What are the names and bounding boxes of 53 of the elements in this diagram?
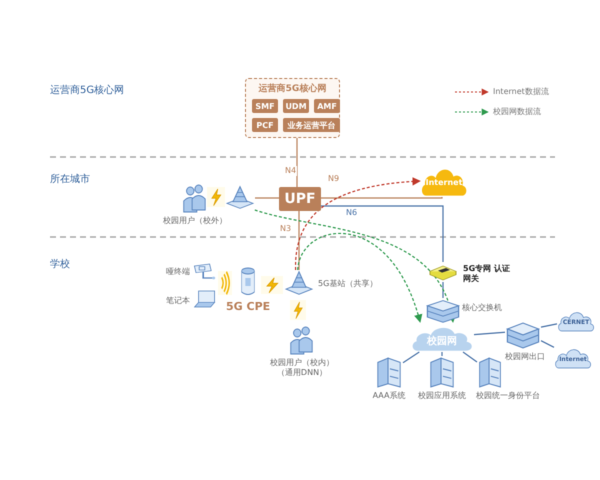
server-icon [477, 356, 503, 388]
function-box: 业务运营平台 [283, 118, 340, 132]
connector-line [298, 211, 300, 270]
legend-text: 校园网数据流 [493, 106, 541, 117]
edge-label: N4 [284, 166, 298, 176]
dashed-arrow [297, 233, 422, 323]
connector-line [442, 282, 444, 298]
node-label: 校园应用系统 [417, 391, 467, 401]
base-station-icon [284, 270, 314, 296]
function-box: PCF [252, 118, 278, 132]
server-icon [375, 356, 403, 388]
cpe-icon [240, 266, 256, 296]
node-label: 校园用户（校内）（通用DNN） [269, 358, 335, 378]
base-station-icon [225, 185, 255, 210]
connector-line [462, 352, 478, 362]
node-label: 5G专网 认证网关 [463, 264, 511, 284]
band-label: 运营商5G核心网 [50, 84, 124, 97]
upf-box: UPF [279, 187, 321, 211]
node-label: 校园用户（校外） [162, 216, 228, 226]
edge-label: N6 [345, 208, 358, 218]
function-box: AMF [314, 99, 340, 113]
band-label: 学校 [50, 258, 70, 271]
connector-line [540, 323, 558, 328]
edge-label: N3 [279, 224, 292, 234]
node-label: 校园统一身份平台 [475, 391, 541, 401]
function-box: UDM [283, 99, 309, 113]
node-label: 校园网出口 [505, 352, 545, 362]
connector-line [540, 340, 554, 348]
switch-icon [505, 320, 541, 350]
switch-icon [425, 298, 461, 324]
connector-line [402, 352, 420, 364]
laptop-icon [193, 289, 217, 309]
connector-line [255, 197, 279, 199]
node-label: 5G CPE [226, 300, 270, 313]
band-label: 所在城市 [50, 172, 90, 186]
legend-text: Internet数据流 [493, 86, 549, 97]
dashed-arrow [295, 177, 421, 270]
connector-line [321, 196, 443, 199]
connector-line [296, 138, 298, 187]
connector-line [474, 332, 506, 336]
box-heading: 运营商5G核心网 [258, 82, 328, 95]
node-label: 核心交换机 [462, 303, 503, 313]
node-label: AAA系统 [372, 391, 406, 401]
node-label: 5G基站（共享） [318, 279, 378, 289]
node-label: 哑终端 [165, 267, 190, 277]
function-box: SMF [252, 99, 278, 113]
core-network-box [245, 78, 340, 138]
node-label: 笔记本 [165, 296, 190, 306]
server-icon [428, 356, 456, 388]
camera-icon [192, 262, 216, 282]
dashed-arrow [254, 209, 456, 323]
edge-label: N9 [327, 174, 340, 184]
connector-line [321, 205, 444, 262]
